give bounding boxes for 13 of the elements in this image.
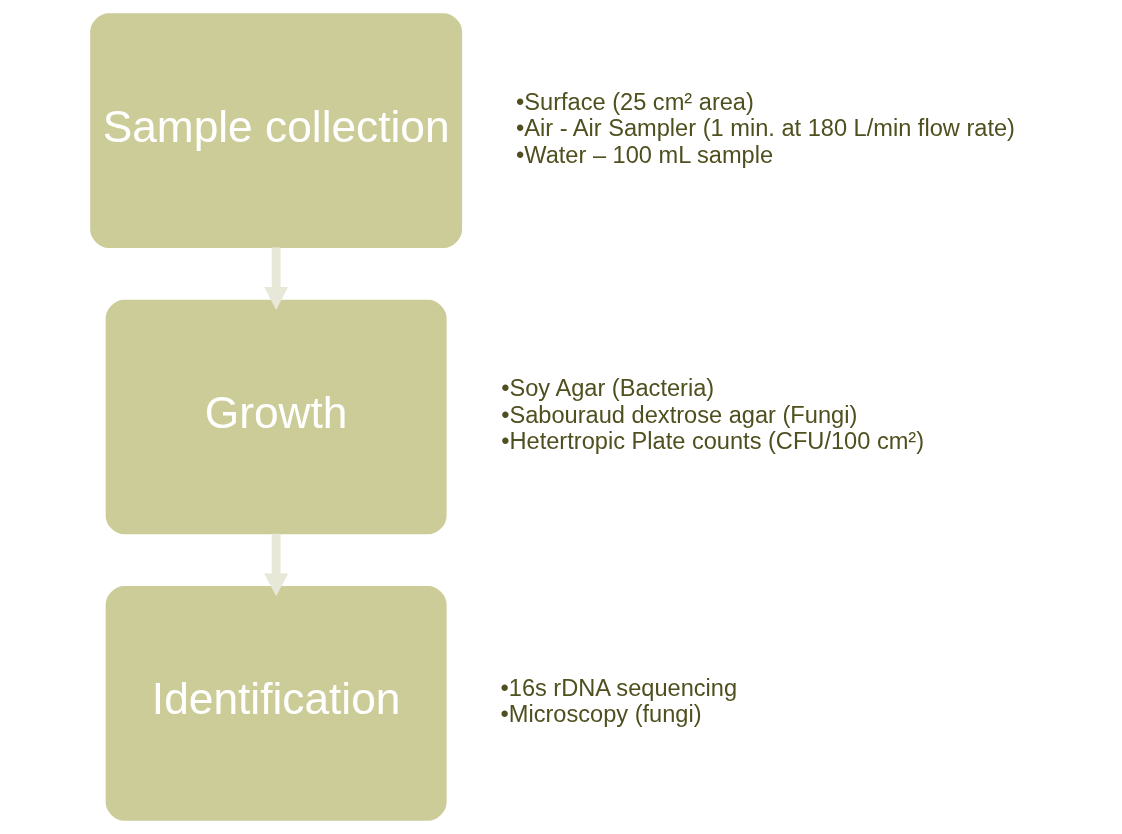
node-box: Identification: [105, 586, 447, 821]
node-box: Sample collection: [90, 13, 463, 248]
node-label: •Air - Air Sampler (1 min. at 180 L/min flow rate): [515, 115, 1015, 142]
node-label: •Surface (25 cm² area): [515, 88, 754, 115]
arrow: [264, 533, 289, 597]
arrow: [264, 247, 289, 310]
node-label: •Microscopy (fungi): [500, 701, 702, 728]
node-label: •Soy Agar (Bacteria): [501, 375, 715, 402]
node-label: •Water – 100 mL sample: [515, 141, 774, 168]
node-box: Growth: [105, 299, 447, 535]
node-label: •Hetertropic Plate counts (CFU/100 cm²): [501, 428, 925, 455]
node-label: •Sabouraud dextrose agar (Fungi): [501, 401, 858, 428]
node-label: •16s rDNA sequencing: [500, 674, 738, 701]
